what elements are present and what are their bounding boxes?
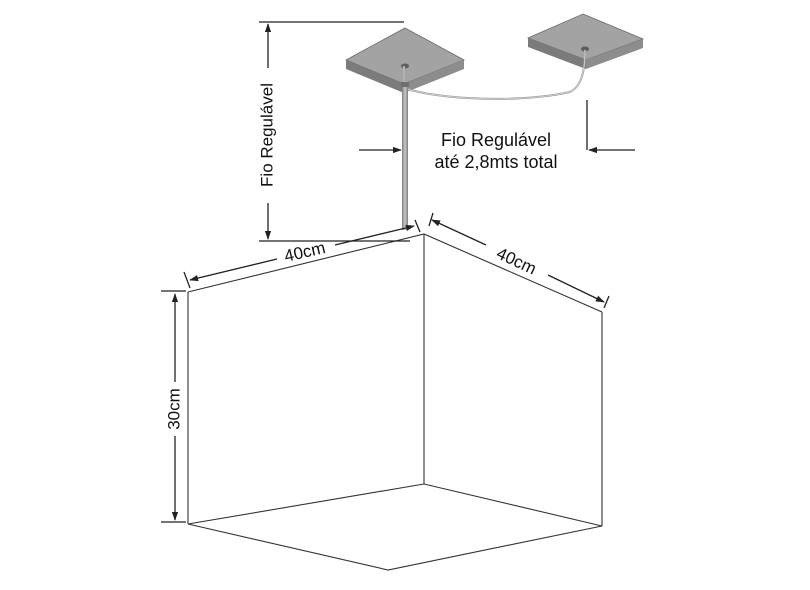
cable-length-dimension: Fio Regulável [257,21,410,242]
cable-note-line-2: até 2,8mts total [434,152,557,172]
suspension-rod [402,84,408,230]
height-label: 30cm [164,388,183,430]
right-ceiling-canopy [526,13,645,69]
suspension-cable [401,49,586,230]
lamp-shade-cube [187,233,603,571]
cable-length-label: Fio Regulável [257,83,276,187]
cable-note-line-1: Fio Regulável [441,130,551,150]
cable-spacing-dimension: Fio Regulável até 2,8mts total [359,100,635,172]
height-dimension: 30cm [161,290,186,523]
